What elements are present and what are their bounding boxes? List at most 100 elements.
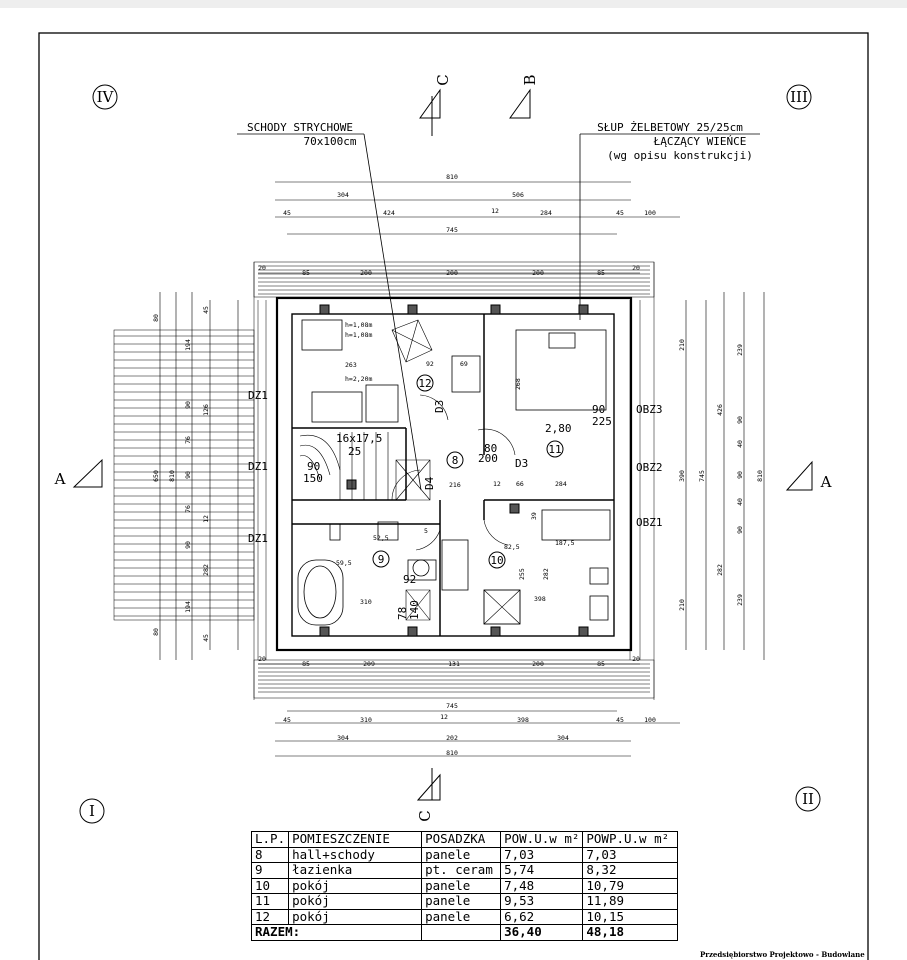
svg-text:304: 304 bbox=[337, 191, 349, 199]
total-gross: 48,18 bbox=[582, 924, 679, 941]
axis-marker-i: I bbox=[79, 798, 105, 824]
svg-text:209: 209 bbox=[363, 660, 375, 668]
cell-area: 7,48 bbox=[500, 877, 584, 894]
svg-text:282: 282 bbox=[542, 568, 550, 580]
svg-text:810: 810 bbox=[446, 173, 458, 181]
svg-text:150: 150 bbox=[303, 472, 323, 485]
svg-text:200: 200 bbox=[478, 452, 498, 465]
sheet-frame bbox=[38, 32, 869, 960]
cell-floor: panele bbox=[421, 908, 502, 925]
svg-text:506: 506 bbox=[512, 191, 524, 199]
cell-room: pokój bbox=[288, 877, 423, 894]
cell-lp: 11 bbox=[250, 893, 290, 910]
svg-text:810: 810 bbox=[446, 749, 458, 757]
svg-text:69: 69 bbox=[460, 360, 468, 368]
svg-text:200: 200 bbox=[532, 660, 544, 668]
header-room: POMIESZCZENIE bbox=[288, 831, 423, 848]
cell-room: łazienka bbox=[288, 862, 423, 879]
svg-text:90: 90 bbox=[736, 471, 744, 479]
cell-area: 5,74 bbox=[500, 862, 584, 879]
room-number-10: 10 bbox=[488, 551, 506, 569]
footer-company-note: Przedsiębiorstwo Projektowo - Budowlane bbox=[700, 950, 865, 959]
svg-text:426: 426 bbox=[716, 404, 724, 416]
cell-floor: panele bbox=[421, 846, 502, 863]
cell-lp: 8 bbox=[250, 846, 290, 863]
svg-text:12: 12 bbox=[440, 713, 448, 721]
svg-text:IV: IV bbox=[97, 88, 115, 106]
axis-marker-iii: III bbox=[786, 84, 812, 110]
svg-text:80: 80 bbox=[152, 628, 160, 636]
svg-text:11: 11 bbox=[548, 443, 561, 456]
svg-text:200: 200 bbox=[532, 269, 544, 277]
table-total-row: RAZEM: 36,40 48,18 bbox=[250, 924, 679, 941]
svg-text:45: 45 bbox=[283, 209, 291, 217]
room-number-9: 9 bbox=[372, 550, 390, 568]
room-schedule-table: L.P. POMIESZCZENIE POSADZKA POW.U.w m² P… bbox=[250, 831, 679, 941]
svg-text:III: III bbox=[790, 88, 808, 106]
svg-text:85: 85 bbox=[597, 660, 605, 668]
svg-text:424: 424 bbox=[383, 209, 395, 217]
svg-text:304: 304 bbox=[557, 734, 569, 742]
svg-text:80: 80 bbox=[484, 442, 497, 455]
svg-text:59,5: 59,5 bbox=[336, 559, 352, 567]
svg-text:310: 310 bbox=[360, 598, 372, 606]
svg-text:C: C bbox=[416, 810, 434, 821]
svg-text:52,5: 52,5 bbox=[373, 534, 389, 542]
room-number-11: 11 bbox=[546, 440, 564, 458]
svg-text:92: 92 bbox=[426, 360, 434, 368]
svg-text:745: 745 bbox=[446, 226, 458, 234]
cell-gross: 10,15 bbox=[582, 908, 679, 925]
svg-text:9: 9 bbox=[378, 553, 385, 566]
svg-text:239: 239 bbox=[736, 594, 744, 606]
cell-floor: panele bbox=[421, 893, 502, 910]
window-labels: DZ1 DZ1 DZ1 OBZ3 OBZ2 OBZ1 90 225 90 150 bbox=[248, 389, 663, 545]
svg-text:25: 25 bbox=[348, 445, 361, 458]
svg-text:20: 20 bbox=[632, 264, 640, 272]
svg-text:745: 745 bbox=[446, 702, 458, 710]
svg-text:II: II bbox=[802, 790, 814, 808]
svg-text:66: 66 bbox=[516, 480, 524, 488]
svg-text:D3: D3 bbox=[433, 400, 446, 413]
svg-text:OBZ3: OBZ3 bbox=[636, 403, 663, 416]
svg-text:390: 390 bbox=[678, 470, 686, 482]
cell-floor: pt. ceram bbox=[421, 862, 502, 879]
svg-text:h=1,08m: h=1,08m bbox=[345, 321, 372, 329]
svg-text:SŁUP ŻELBETOWY 25/25cm: SŁUP ŻELBETOWY 25/25cm bbox=[597, 121, 743, 134]
svg-text:45: 45 bbox=[202, 306, 210, 314]
cell-lp: 10 bbox=[250, 877, 290, 894]
svg-text:90: 90 bbox=[184, 471, 192, 479]
cell-floor: panele bbox=[421, 877, 502, 894]
svg-text:h=2,20m: h=2,20m bbox=[345, 375, 372, 383]
svg-text:810: 810 bbox=[168, 470, 176, 482]
total-label: RAZEM: bbox=[250, 924, 423, 941]
callout-column: SŁUP ŻELBETOWY 25/25cm ŁĄCZĄCY WIEŃCE (w… bbox=[579, 121, 760, 320]
concrete-columns bbox=[319, 304, 589, 637]
svg-text:70x100cm: 70x100cm bbox=[304, 135, 357, 148]
svg-text:D4: D4 bbox=[423, 476, 436, 490]
svg-text:45: 45 bbox=[616, 209, 624, 217]
dimension-labels-left: 80 194 126 45 90 76 650 810 90 76 12 90 … bbox=[152, 306, 210, 642]
svg-text:45: 45 bbox=[283, 716, 291, 724]
svg-text:216: 216 bbox=[449, 481, 461, 489]
svg-text:12: 12 bbox=[202, 515, 210, 523]
section-marker-b-top: B bbox=[509, 74, 539, 119]
section-marker-a-right: A bbox=[785, 460, 832, 491]
svg-text:C: C bbox=[434, 74, 452, 85]
svg-text:284: 284 bbox=[540, 209, 552, 217]
svg-text:82,5: 82,5 bbox=[504, 543, 520, 551]
svg-text:DZ1: DZ1 bbox=[248, 389, 268, 402]
svg-text:5: 5 bbox=[424, 527, 428, 535]
dimension-labels-bottom: 20 85 209 131 200 85 20 745 45 310 12 39… bbox=[258, 655, 656, 757]
cell-gross: 7,03 bbox=[582, 846, 679, 863]
interior-labels: h=1,08m h=1,08m h=2,20m 263 92 69 268 16… bbox=[336, 321, 575, 606]
svg-text:398: 398 bbox=[517, 716, 529, 724]
header-floor: POSADZKA bbox=[421, 831, 502, 848]
svg-text:12: 12 bbox=[493, 480, 501, 488]
stair-treads bbox=[299, 319, 521, 625]
svg-text:20: 20 bbox=[258, 264, 266, 272]
svg-text:131: 131 bbox=[448, 660, 460, 668]
svg-text:DZ1: DZ1 bbox=[248, 532, 268, 545]
table-row: 10 pokój panele 7,48 10,79 bbox=[250, 877, 679, 894]
svg-text:268: 268 bbox=[514, 378, 522, 390]
